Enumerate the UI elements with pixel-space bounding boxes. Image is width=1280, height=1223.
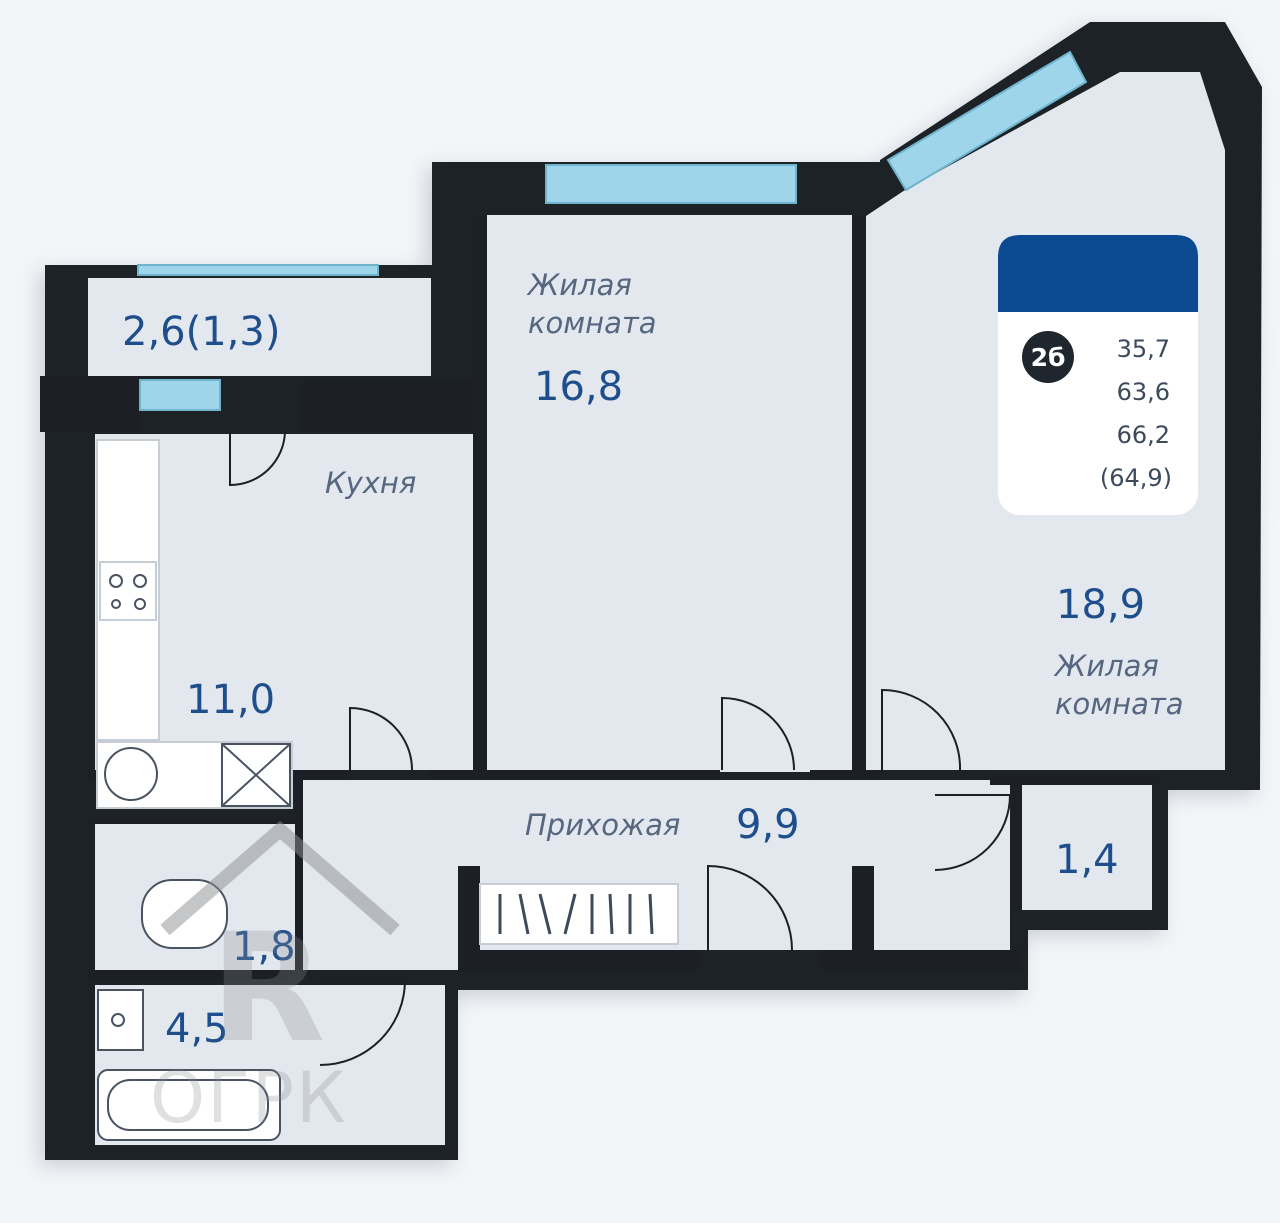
windows <box>137 50 1088 411</box>
kitchen-counter <box>96 439 293 809</box>
room-labels: 2,6(1,3) Кухня 11,0 Жилая комната 16,8 1… <box>122 268 1184 1052</box>
watermark-letter: R <box>210 902 328 1076</box>
storage-floor <box>1020 782 1152 910</box>
legend-badge <box>1022 331 1074 383</box>
hallway-name: Прихожая <box>525 808 680 842</box>
living-room-2-area: 18,9 <box>1056 582 1145 628</box>
kitchen-name: Кухня <box>325 466 416 500</box>
stove-icon <box>99 561 157 621</box>
fridge-icon <box>221 743 291 807</box>
balcony-floor <box>88 278 431 376</box>
kitchen-area: 11,0 <box>186 677 275 723</box>
living-room-2-name-line2: комната <box>1055 687 1184 721</box>
doors <box>229 431 1012 1066</box>
bathroom-area: 4,5 <box>165 1006 229 1052</box>
living-room-1-name-line1: Жилая <box>526 268 632 302</box>
living-room-1-area: 16,8 <box>534 364 623 410</box>
window-balcony <box>137 264 379 276</box>
living-room-2-name-line1: Жилая <box>1053 649 1159 683</box>
sink-icon <box>104 747 158 801</box>
legend-header <box>998 235 1198 312</box>
legend-total-with-balcony: 66,2 <box>1117 421 1170 449</box>
bathtub-icon <box>97 1069 281 1141</box>
window-kitchen <box>139 379 221 411</box>
wardrobe <box>479 883 679 945</box>
living-room-1-name-line2: комната <box>528 306 657 340</box>
legend-total-reduced: (64,9) <box>1100 464 1172 492</box>
legend-total-area: 63,6 <box>1117 378 1170 406</box>
watermark-house-icon <box>160 820 400 936</box>
watermark-text: ОГРК <box>150 1057 348 1139</box>
toilet-area: 1,8 <box>232 924 296 970</box>
storage-area: 1,4 <box>1055 837 1119 883</box>
living-room-1-floor <box>487 215 852 772</box>
window-living-1 <box>545 164 797 204</box>
legend-badge-text: 2б <box>1031 343 1066 372</box>
watermark: R ОГРК <box>150 820 400 1139</box>
window-living-2 <box>886 50 1088 192</box>
hallway-area: 9,9 <box>736 802 800 848</box>
balcony-area: 2,6(1,3) <box>122 309 280 355</box>
legend-living-area: 35,7 <box>1117 335 1170 363</box>
legend-card: 2б 35,7 63,6 66,2 (64,9) <box>998 235 1198 515</box>
inner-walls <box>40 215 1160 980</box>
